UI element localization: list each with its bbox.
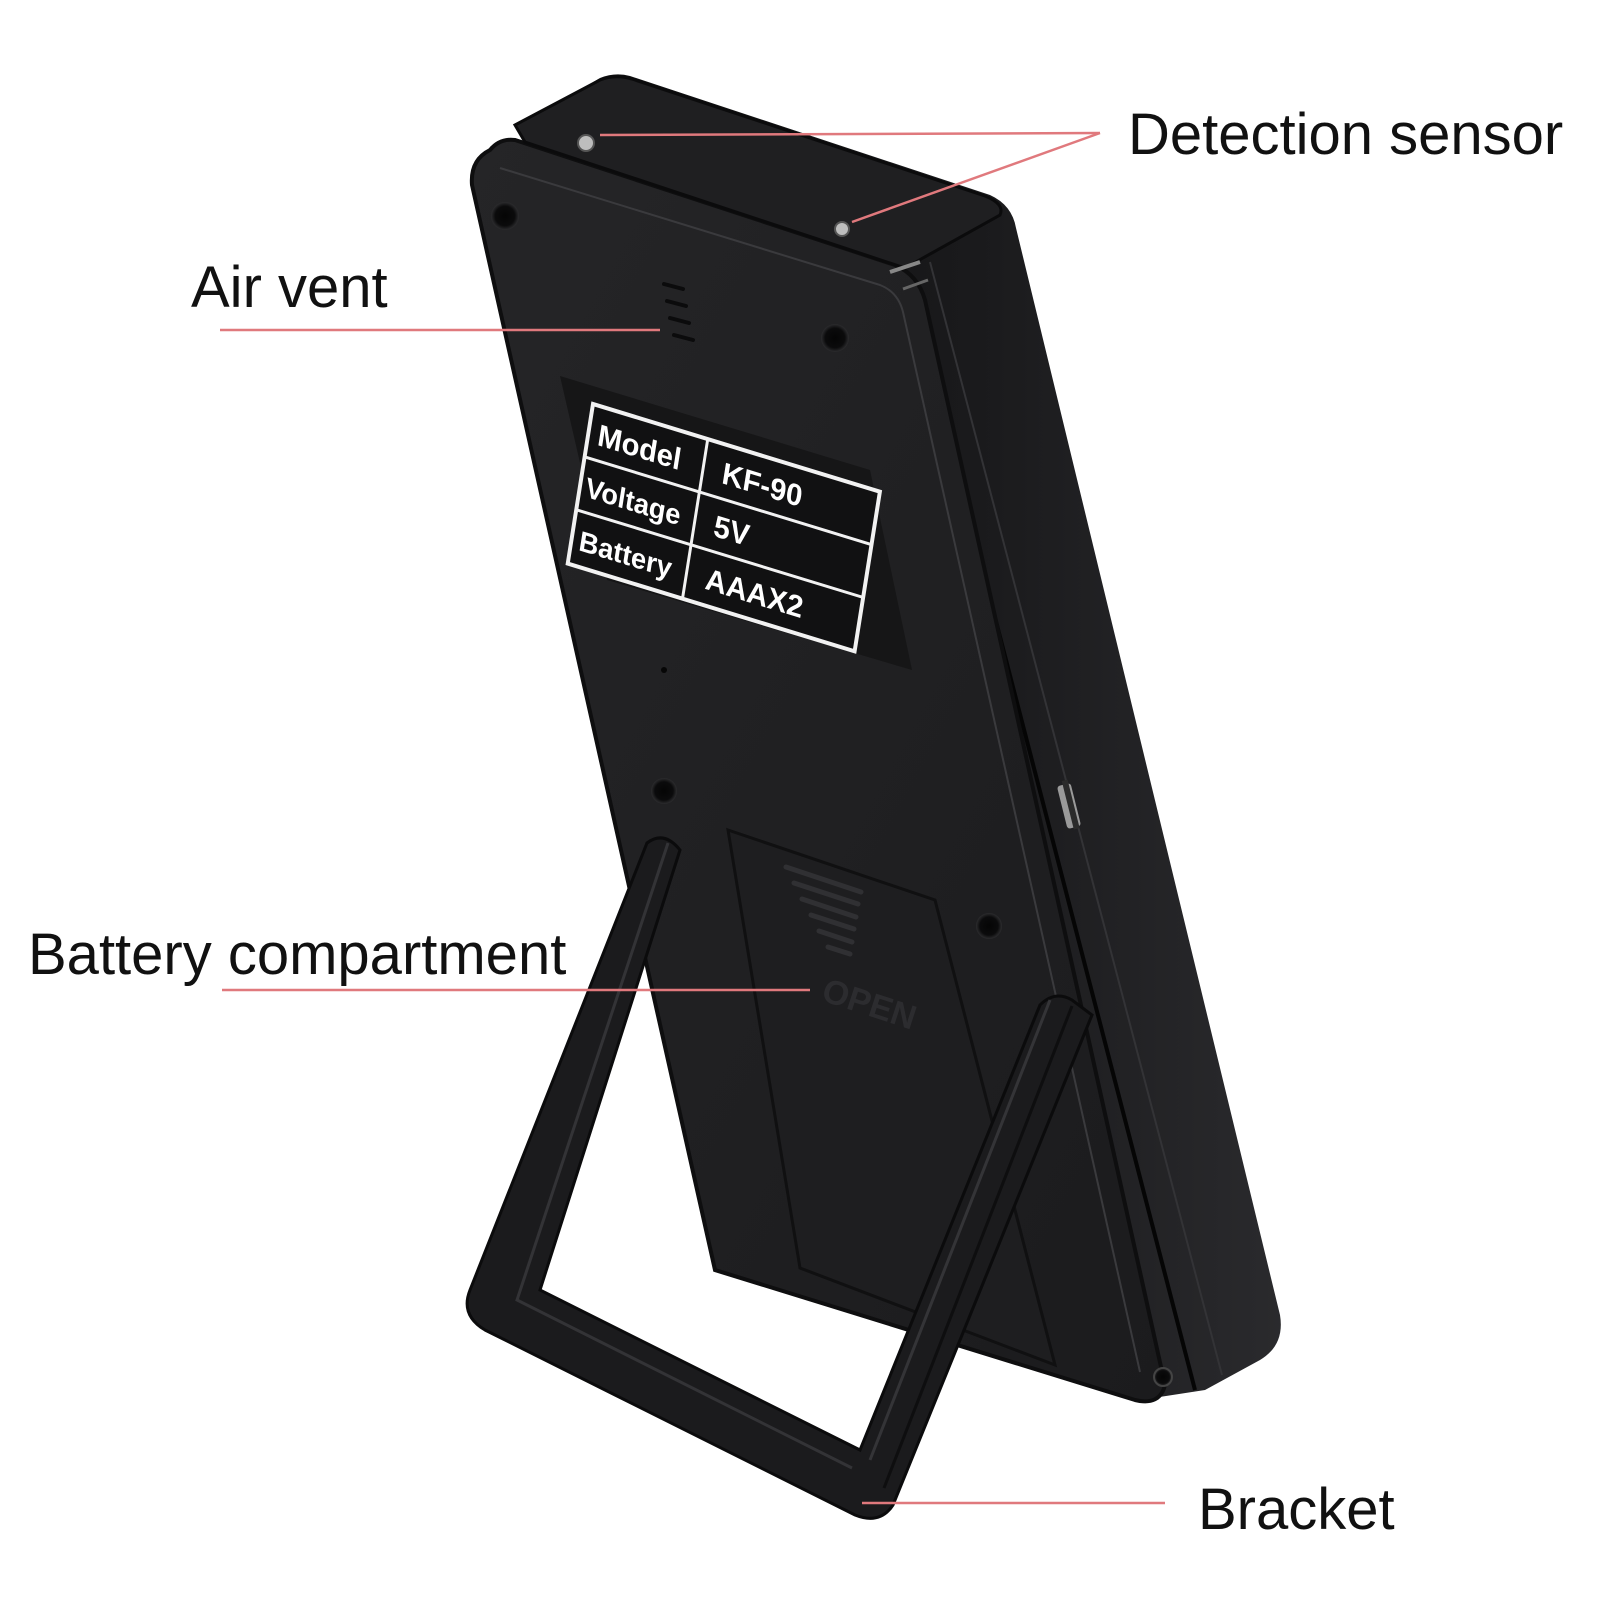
screw-hole-top-left — [491, 202, 519, 230]
air-vent-slits — [662, 282, 695, 342]
screw-hole-bottom-right — [976, 913, 1002, 939]
screw-hole-top-right — [821, 324, 849, 352]
callout-line-sensor-a — [599, 131, 1101, 137]
air-vent-label: Air vent — [191, 255, 388, 320]
spec-plate: Model Voltage Battery KF-90 5V AAAX2 — [565, 401, 883, 654]
callout-lines — [220, 131, 1165, 1505]
bracket-label: Bracket — [1198, 1477, 1395, 1542]
sensor-hole-1 — [577, 134, 595, 152]
callout-line-sensor-b — [851, 131, 1101, 224]
screw-hole-bottom-left — [651, 778, 677, 804]
battery-compartment-label: Battery compartment — [28, 922, 567, 987]
detection-sensor-label: Detection sensor — [1128, 102, 1564, 167]
bracket-stand — [465, 836, 1094, 1520]
sensor-hole-2 — [834, 221, 850, 237]
device-top-edge — [512, 75, 1003, 270]
battery-cover-arrow — [783, 864, 864, 957]
indicator-dot — [661, 667, 667, 673]
